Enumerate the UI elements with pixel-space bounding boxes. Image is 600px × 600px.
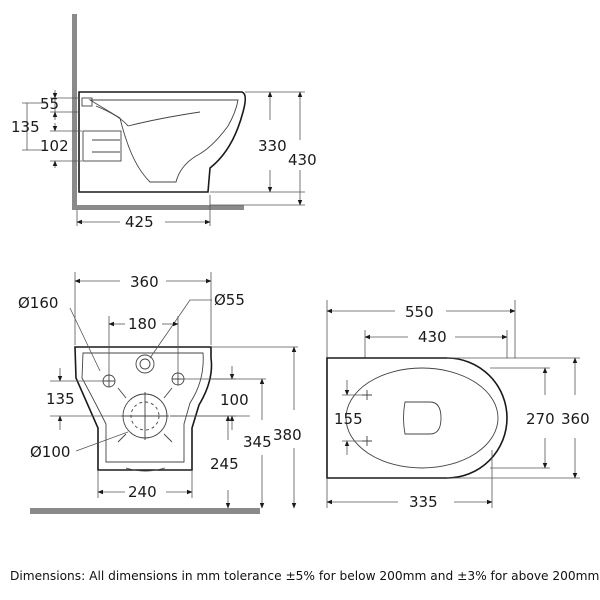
side-floor — [72, 205, 244, 210]
top-dim-155: 155 — [334, 410, 363, 428]
front-dim-dia160: Ø160 — [18, 294, 58, 312]
front-dim-245: 245 — [210, 455, 239, 473]
top-fixing-upper — [362, 390, 372, 400]
front-dim-dia55: Ø55 — [214, 291, 245, 309]
dimensions-footnote: Dimensions: All dimensions in mm toleran… — [10, 569, 600, 583]
top-dim-550: 550 — [405, 303, 434, 321]
front-pan-outline — [74, 346, 213, 471]
front-dim-dia100: Ø100 — [30, 443, 70, 461]
front-dim-100: 100 — [220, 391, 249, 409]
top-bowl-rim — [345, 367, 499, 469]
front-view: 360 Ø160 Ø55 180 135 — [18, 272, 302, 514]
side-dim-102: 102 — [40, 137, 69, 155]
side-outlet — [82, 130, 122, 162]
front-dim-240: 240 — [128, 483, 157, 501]
top-bowl-water — [403, 401, 442, 435]
top-dim-360: 360 — [561, 410, 590, 428]
top-pan-outline — [326, 357, 508, 479]
side-dim-330: 330 — [258, 137, 287, 155]
top-dim-270: 270 — [526, 410, 555, 428]
front-dim-135: 135 — [46, 390, 75, 408]
front-dim-345: 345 — [243, 433, 272, 451]
side-pan-bowl — [88, 99, 239, 183]
side-dim-55: 55 — [40, 95, 59, 113]
top-view: 550 430 155 270 360 — [326, 300, 590, 511]
front-dim-360: 360 — [130, 273, 159, 291]
top-fixing-lower — [362, 436, 372, 446]
side-dim-430: 430 — [288, 151, 317, 169]
front-dim-380: 380 — [273, 426, 302, 444]
side-view: 55 135 102 330 430 425 — [11, 14, 317, 231]
side-pan-outline — [78, 91, 247, 193]
side-dim-425: 425 — [125, 213, 154, 231]
top-dim-430: 430 — [418, 328, 447, 346]
front-dim-180: 180 — [128, 315, 157, 333]
side-inlet — [81, 97, 93, 107]
front-floor — [30, 508, 260, 514]
top-dim-335: 335 — [409, 493, 438, 511]
side-dim-135: 135 — [11, 118, 40, 136]
inlet-hole — [135, 354, 155, 374]
